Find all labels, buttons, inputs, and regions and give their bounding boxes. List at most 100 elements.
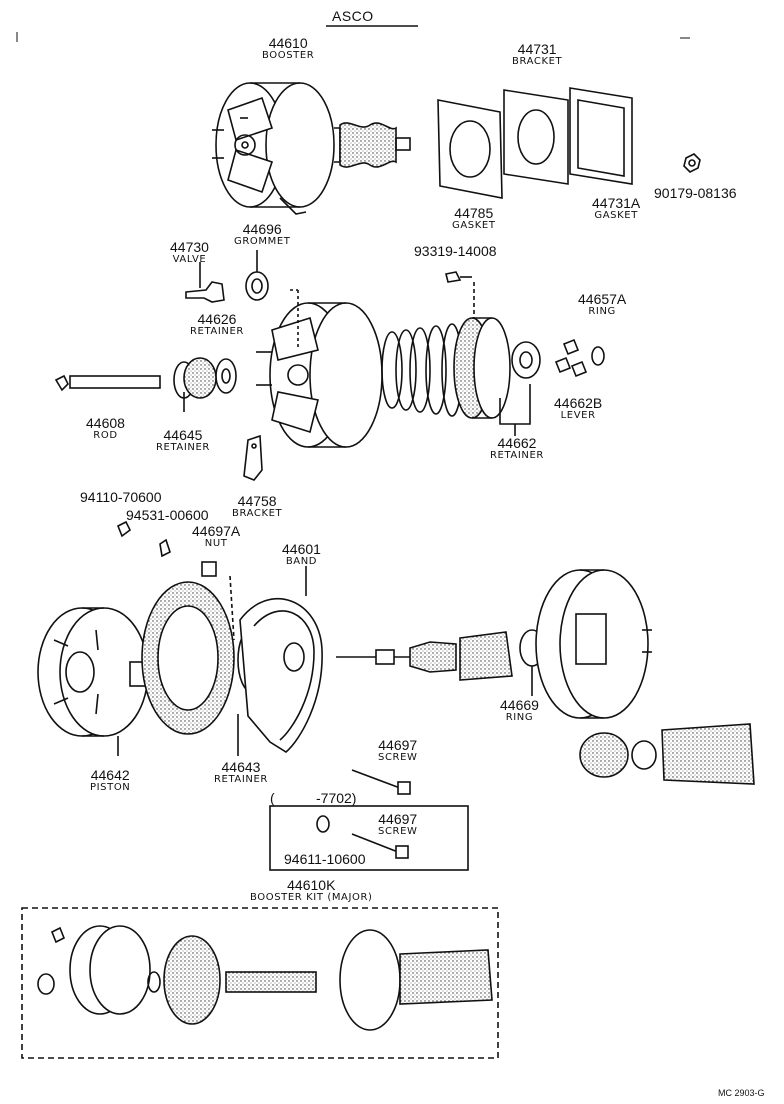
label-44697-screw-a: 44697 SCREW bbox=[378, 738, 417, 763]
lever-44662B bbox=[554, 338, 588, 378]
booster-44610 bbox=[212, 82, 411, 215]
diaphragm-plate bbox=[453, 317, 511, 419]
label-44758: 44758 BRACKET bbox=[232, 494, 282, 519]
label-44696: 44696 GROMMET bbox=[234, 222, 290, 247]
part-name: GASKET bbox=[452, 220, 496, 231]
part-number: 94110-70600 bbox=[80, 489, 162, 505]
part-number: 94611-10600 bbox=[284, 851, 366, 867]
part-name: SCREW bbox=[378, 826, 418, 837]
part-number: 44697 bbox=[378, 811, 418, 827]
label-44669: 44669 RING bbox=[500, 698, 539, 723]
part-number: 44785 bbox=[454, 205, 494, 221]
boot-set bbox=[579, 723, 755, 785]
gasket-44731A bbox=[569, 87, 633, 185]
part-name: BRACKET bbox=[232, 508, 283, 519]
label-44626: 44626 RETAINER bbox=[190, 312, 244, 337]
label-90179: 90179-08136 bbox=[654, 186, 737, 200]
part-name: BRACKET bbox=[512, 56, 563, 67]
label-44730: 44730 VALVE bbox=[170, 240, 209, 265]
part-name: RING bbox=[505, 712, 534, 723]
label-44697-screw-b: 44697 SCREW bbox=[378, 812, 417, 837]
header-title: ASCO bbox=[332, 8, 374, 24]
part-number: 94531-00600 bbox=[126, 507, 209, 523]
screw-44697a bbox=[351, 769, 411, 795]
label-44610K: 44610K BOOSTER KIT (MAJOR) bbox=[250, 878, 373, 903]
band-44601 bbox=[239, 566, 323, 753]
grommet-44696 bbox=[245, 250, 269, 301]
part-number: 93319-14008 bbox=[414, 243, 497, 259]
part-name: BAND bbox=[285, 556, 318, 567]
rear-shell bbox=[256, 289, 383, 448]
label-44645: 44645 RETAINER bbox=[156, 428, 210, 453]
part-name: VALVE bbox=[172, 254, 207, 265]
part-number: 44696 bbox=[242, 221, 282, 237]
part-name: RETAINER bbox=[490, 450, 544, 461]
part-number: 44731 bbox=[517, 41, 557, 57]
label-44785: 44785 GASKET bbox=[452, 206, 496, 231]
retainer-44626 bbox=[215, 358, 237, 394]
label-44731A: 44731A GASKET bbox=[592, 196, 640, 221]
part-name: BOOSTER KIT (MAJOR) bbox=[250, 892, 373, 903]
label-44731: 44731 BRACKET bbox=[512, 42, 562, 67]
part-number: 44697A bbox=[192, 523, 241, 539]
label-94531: 94531-00600 bbox=[126, 508, 209, 522]
part-number: 44601 bbox=[282, 541, 321, 557]
label-44662: 44662 RETAINER bbox=[490, 436, 544, 461]
screw-44697b-group bbox=[269, 805, 469, 871]
part-name: RETAINER bbox=[156, 442, 210, 453]
range-open-paren: ( bbox=[270, 790, 275, 806]
retainer-44662 bbox=[499, 341, 541, 436]
bracket-44731 bbox=[503, 89, 569, 185]
part-name: RETAINER bbox=[190, 326, 244, 337]
part-number: 90179-08136 bbox=[654, 185, 737, 201]
part-name: RING bbox=[588, 306, 616, 317]
range-note: -7702) bbox=[316, 790, 357, 806]
corner-marks bbox=[16, 32, 690, 42]
part-number: 44657A bbox=[578, 291, 627, 307]
label-44601: 44601 BAND bbox=[282, 542, 321, 567]
part-number: 44610K bbox=[287, 877, 336, 893]
part-number: 44731A bbox=[592, 195, 641, 211]
label-93319: 93319-14008 bbox=[414, 244, 497, 258]
nut-90179 bbox=[683, 153, 701, 173]
part-name: LEVER bbox=[560, 410, 596, 421]
part-number: 44608 bbox=[86, 415, 125, 431]
label-44657A: 44657A RING bbox=[578, 292, 626, 317]
part-number: 44730 bbox=[170, 239, 209, 255]
part-name: NUT bbox=[204, 538, 228, 549]
nut-44697A bbox=[201, 561, 235, 641]
part-number: 44697 bbox=[378, 737, 418, 753]
rod-44608 bbox=[54, 374, 161, 392]
label-44643: 44643 RETAINER bbox=[214, 760, 268, 785]
pushrod-assembly bbox=[336, 631, 513, 681]
bracket-44758 bbox=[243, 434, 263, 481]
nut-94110 bbox=[116, 520, 132, 538]
part-name: GASKET bbox=[594, 210, 638, 221]
washer-94531 bbox=[159, 538, 171, 558]
part-number: 44610 bbox=[268, 35, 308, 51]
part-name: BOOSTER bbox=[262, 50, 315, 61]
part-name: GROMMET bbox=[234, 236, 291, 247]
part-name: ROD bbox=[93, 430, 118, 441]
part-name: SCREW bbox=[378, 752, 418, 763]
label-94110: 94110-70600 bbox=[80, 490, 161, 504]
part-number: 44662B bbox=[554, 395, 603, 411]
part-number: 44642 bbox=[90, 767, 130, 783]
valve-44730 bbox=[185, 262, 225, 303]
part-number: 44669 bbox=[500, 697, 539, 713]
part-name: RETAINER bbox=[214, 774, 268, 785]
label-44610: 44610 BOOSTER bbox=[262, 36, 314, 61]
gasket-44785 bbox=[437, 99, 503, 199]
retainer-44645 bbox=[173, 357, 217, 412]
part-name: PISTON bbox=[90, 782, 131, 793]
booster-kit-frame bbox=[21, 907, 499, 1059]
label-44608: 44608 ROD bbox=[86, 416, 125, 441]
part-number: 44645 bbox=[163, 427, 203, 443]
front-shell bbox=[535, 569, 652, 719]
part-number: 44758 bbox=[237, 493, 277, 509]
spring-coils bbox=[381, 323, 463, 417]
piston-44642 bbox=[37, 607, 171, 756]
part-number: 44626 bbox=[197, 311, 237, 327]
bolt-93319 bbox=[445, 271, 475, 320]
part-number: 44643 bbox=[221, 759, 261, 775]
